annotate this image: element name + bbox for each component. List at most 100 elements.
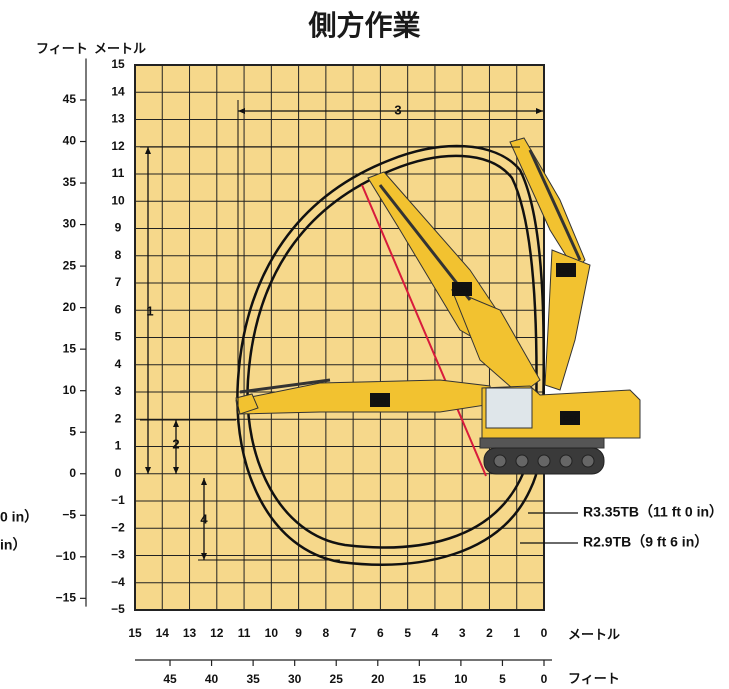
meter-tick-label-bottom: 11 bbox=[238, 626, 251, 640]
meter-tick-label: 3 bbox=[115, 384, 122, 398]
feet-tick-label: 25 bbox=[63, 258, 77, 272]
counterweight-base bbox=[479, 437, 605, 449]
meter-tick-label-bottom: 1 bbox=[513, 626, 520, 640]
cat-logo-plate bbox=[370, 393, 390, 407]
feet-tick-label: 0 bbox=[69, 466, 76, 480]
boom-vertical bbox=[544, 249, 591, 391]
feet-tick-label-bottom: 10 bbox=[454, 672, 468, 686]
feet-tick-label: 15 bbox=[63, 341, 77, 355]
track-roller bbox=[493, 454, 507, 468]
dim-1-arrow-head-top bbox=[145, 147, 151, 154]
cylinder-horizontal bbox=[239, 378, 331, 394]
meter-tick-label-bottom: 4 bbox=[432, 626, 439, 640]
meter-tick-label: 11 bbox=[112, 166, 125, 180]
feet-tick-label-bottom: 0 bbox=[541, 672, 548, 686]
meter-tick-label-bottom: 14 bbox=[156, 626, 170, 640]
meter-tick-label: 1 bbox=[115, 439, 122, 453]
meter-tick-label-bottom: 5 bbox=[404, 626, 411, 640]
meter-tick-label-bottom: 12 bbox=[210, 626, 224, 640]
cutoff-label-lower: in） bbox=[0, 537, 26, 553]
meter-tick-label: 9 bbox=[115, 221, 122, 235]
cat-logo-text: CAT bbox=[563, 416, 578, 423]
meter-tick-label-bottom: 8 bbox=[323, 626, 330, 640]
dim-1-label: 1 bbox=[146, 303, 153, 318]
dim-3-label: 3 bbox=[394, 102, 401, 117]
callout-label-r335tb: R3.35TB（11 ft 0 in） bbox=[583, 504, 723, 520]
meter-tick-label: 10 bbox=[111, 193, 125, 207]
track-roller bbox=[537, 454, 551, 468]
dim-2-arrow-head-top bbox=[173, 420, 179, 427]
feet-tick-label: 5 bbox=[69, 424, 76, 438]
feet-tick-label: 20 bbox=[63, 300, 77, 314]
cat-logo: CAT bbox=[452, 282, 472, 296]
meter-tick-label: 12 bbox=[111, 139, 125, 153]
cat-logo-text: CAT bbox=[559, 268, 574, 275]
meter-tick-label: 8 bbox=[115, 248, 122, 262]
feet-tick-label: 35 bbox=[63, 175, 77, 189]
feet-tick-label: 45 bbox=[63, 92, 77, 106]
bottom-feet-unit-label: フィート bbox=[568, 672, 620, 687]
meter-tick-label-bottom: 2 bbox=[486, 626, 493, 640]
track-roller bbox=[559, 454, 573, 468]
meter-tick-label-bottom: 13 bbox=[183, 626, 197, 640]
feet-tick-label: 10 bbox=[63, 383, 77, 397]
feet-tick-label: −15 bbox=[56, 591, 77, 605]
dim-4-arrow-head-bottom bbox=[201, 553, 207, 560]
page-title: 側方作業 bbox=[308, 9, 421, 42]
cab-window bbox=[485, 387, 533, 429]
left-feet-unit-label: フィート bbox=[36, 42, 88, 57]
feet-tick-label-bottom: 45 bbox=[163, 672, 177, 686]
cat-logo: CAT bbox=[556, 263, 576, 277]
dim-3-arrow-head-right bbox=[536, 108, 543, 114]
reach-envelopes bbox=[236, 144, 546, 566]
stick-vertical bbox=[509, 137, 586, 271]
meter-tick-label: −2 bbox=[111, 520, 125, 534]
meter-tick-label: −5 bbox=[111, 602, 125, 616]
track-roller bbox=[515, 454, 529, 468]
feet-tick-label: −10 bbox=[56, 549, 77, 563]
envelope-r335tb bbox=[236, 144, 546, 566]
feet-tick-label-bottom: 35 bbox=[246, 672, 260, 686]
cat-logo-plate bbox=[556, 263, 576, 277]
meter-tick-label-bottom: 10 bbox=[265, 626, 279, 640]
feet-tick-label-bottom: 30 bbox=[288, 672, 302, 686]
meter-tick-label-bottom: 7 bbox=[350, 626, 357, 640]
dim-1-arrow-head-bottom bbox=[145, 467, 151, 474]
bottom-meter-unit-label: メートル bbox=[568, 628, 621, 643]
callouts: R3.35TB（11 ft 0 in）R2.9TB（9 ft 6 in）0 in… bbox=[0, 504, 723, 553]
meter-tick-label: −3 bbox=[111, 548, 125, 562]
meter-tick-label: −1 bbox=[111, 493, 125, 507]
feet-tick-label-bottom: 25 bbox=[330, 672, 344, 686]
meter-tick-label: 4 bbox=[115, 357, 122, 371]
feet-tick-label: −5 bbox=[62, 507, 76, 521]
meter-tick-label: 13 bbox=[111, 112, 125, 126]
meter-tick-label-bottom: 6 bbox=[377, 626, 384, 640]
meter-tick-label: 15 bbox=[111, 57, 125, 71]
cylinder-vertical bbox=[528, 149, 582, 261]
meter-tick-label: −4 bbox=[111, 575, 125, 589]
feet-tick-label-bottom: 5 bbox=[499, 672, 506, 686]
meter-tick-label: 0 bbox=[115, 466, 122, 480]
dim-4-label: 4 bbox=[200, 511, 208, 526]
meter-tick-label: 6 bbox=[115, 302, 122, 316]
meter-tick-label: 2 bbox=[115, 411, 122, 425]
feet-tick-label-bottom: 20 bbox=[371, 672, 385, 686]
dim-2-label: 2 bbox=[172, 436, 179, 451]
meter-tick-label-bottom: 3 bbox=[459, 626, 466, 640]
meter-tick-label: 14 bbox=[111, 84, 125, 98]
bucket-horizontal bbox=[235, 393, 259, 415]
cylinder-diagonal bbox=[378, 184, 472, 301]
feet-tick-label: 40 bbox=[63, 134, 77, 148]
red-reach-line bbox=[361, 184, 487, 477]
callout-label-r29tb: R2.9TB（9 ft 6 in） bbox=[583, 534, 708, 550]
cat-logo-plate bbox=[452, 282, 472, 296]
cat-logo-plate bbox=[560, 411, 580, 425]
dim-4-arrow-head-top bbox=[201, 478, 207, 485]
meter-tick-label-bottom: 9 bbox=[295, 626, 302, 640]
feet-tick-label-bottom: 15 bbox=[413, 672, 427, 686]
dim-2-arrow-head-bottom bbox=[173, 467, 179, 474]
meter-tick-label: 7 bbox=[115, 275, 122, 289]
